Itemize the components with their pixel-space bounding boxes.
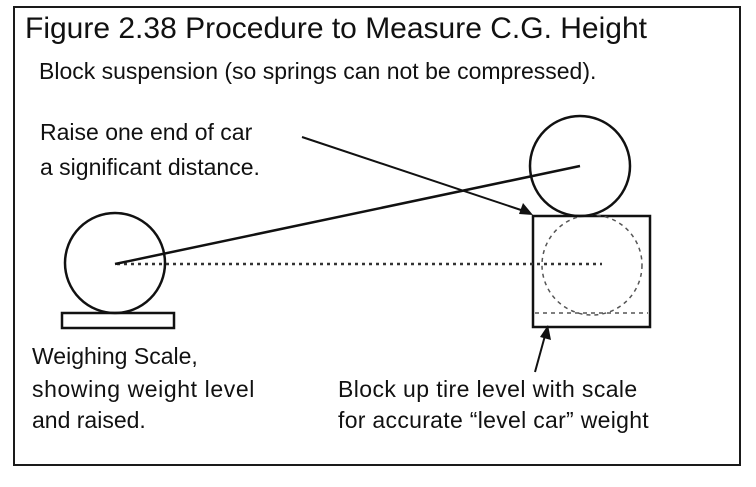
block-label-line1: Block up tire level with scale — [338, 376, 638, 402]
weighing-scale — [60, 311, 176, 330]
level-tire-outline — [541, 214, 643, 316]
front-tire — [63, 211, 167, 315]
scale-label-line3: and raised. — [32, 407, 146, 433]
raise-arrowhead — [519, 203, 533, 215]
raise-label-line2: a significant distance. — [40, 154, 260, 180]
support-block — [531, 214, 652, 329]
scale-label-line1: Weighing Scale, — [32, 343, 198, 369]
raise-pointer-arrow — [301, 136, 528, 213]
figure-frame — [13, 6, 741, 466]
raised-axle-line — [114, 164, 581, 266]
raised-tire — [528, 114, 632, 218]
scale-label-line2: showing weight level — [32, 376, 255, 402]
raise-label-line1: Raise one end of car — [40, 119, 253, 145]
figure-subtitle: Block suspension (so springs can not be … — [39, 58, 597, 84]
block-arrowhead — [540, 325, 551, 340]
block-label-line2: for accurate “level car” weight — [338, 407, 649, 433]
block-pointer-arrow — [534, 331, 547, 373]
figure-title: Figure 2.38 Procedure to Measure C.G. He… — [25, 12, 647, 45]
